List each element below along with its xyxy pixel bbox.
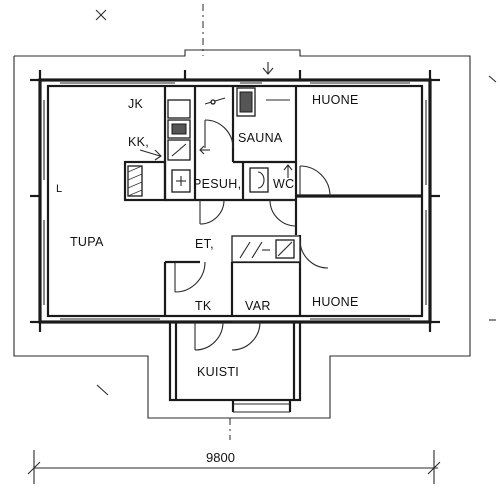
room-labels: TUPA JK KK, SAUNA HUONE PESUH, WC ET, TK… (56, 93, 359, 379)
label-jk: JK (128, 97, 144, 111)
label-pesuh: PESUH, (193, 177, 241, 191)
label-huone-bottom: HUONE (312, 295, 359, 309)
doors (174, 62, 331, 351)
windows (43, 82, 427, 320)
label-kk: KK, (128, 135, 149, 149)
label-l-mark: L (56, 183, 62, 195)
label-tk: TK (195, 299, 212, 313)
axis-lines (95, 4, 497, 440)
label-kuisti: KUISTI (197, 365, 239, 379)
label-huone-top: HUONE (312, 93, 359, 107)
label-var: VAR (245, 299, 271, 313)
dimension-line: 9800 (27, 450, 441, 484)
label-wc: WC (273, 177, 294, 191)
fixtures (127, 87, 295, 259)
label-sauna: SAUNA (238, 131, 283, 145)
roof-outline (13, 49, 471, 419)
label-et: ET, (195, 237, 214, 251)
width-dimension-label: 9800 (206, 450, 235, 465)
label-tupa: TUPA (70, 235, 104, 249)
